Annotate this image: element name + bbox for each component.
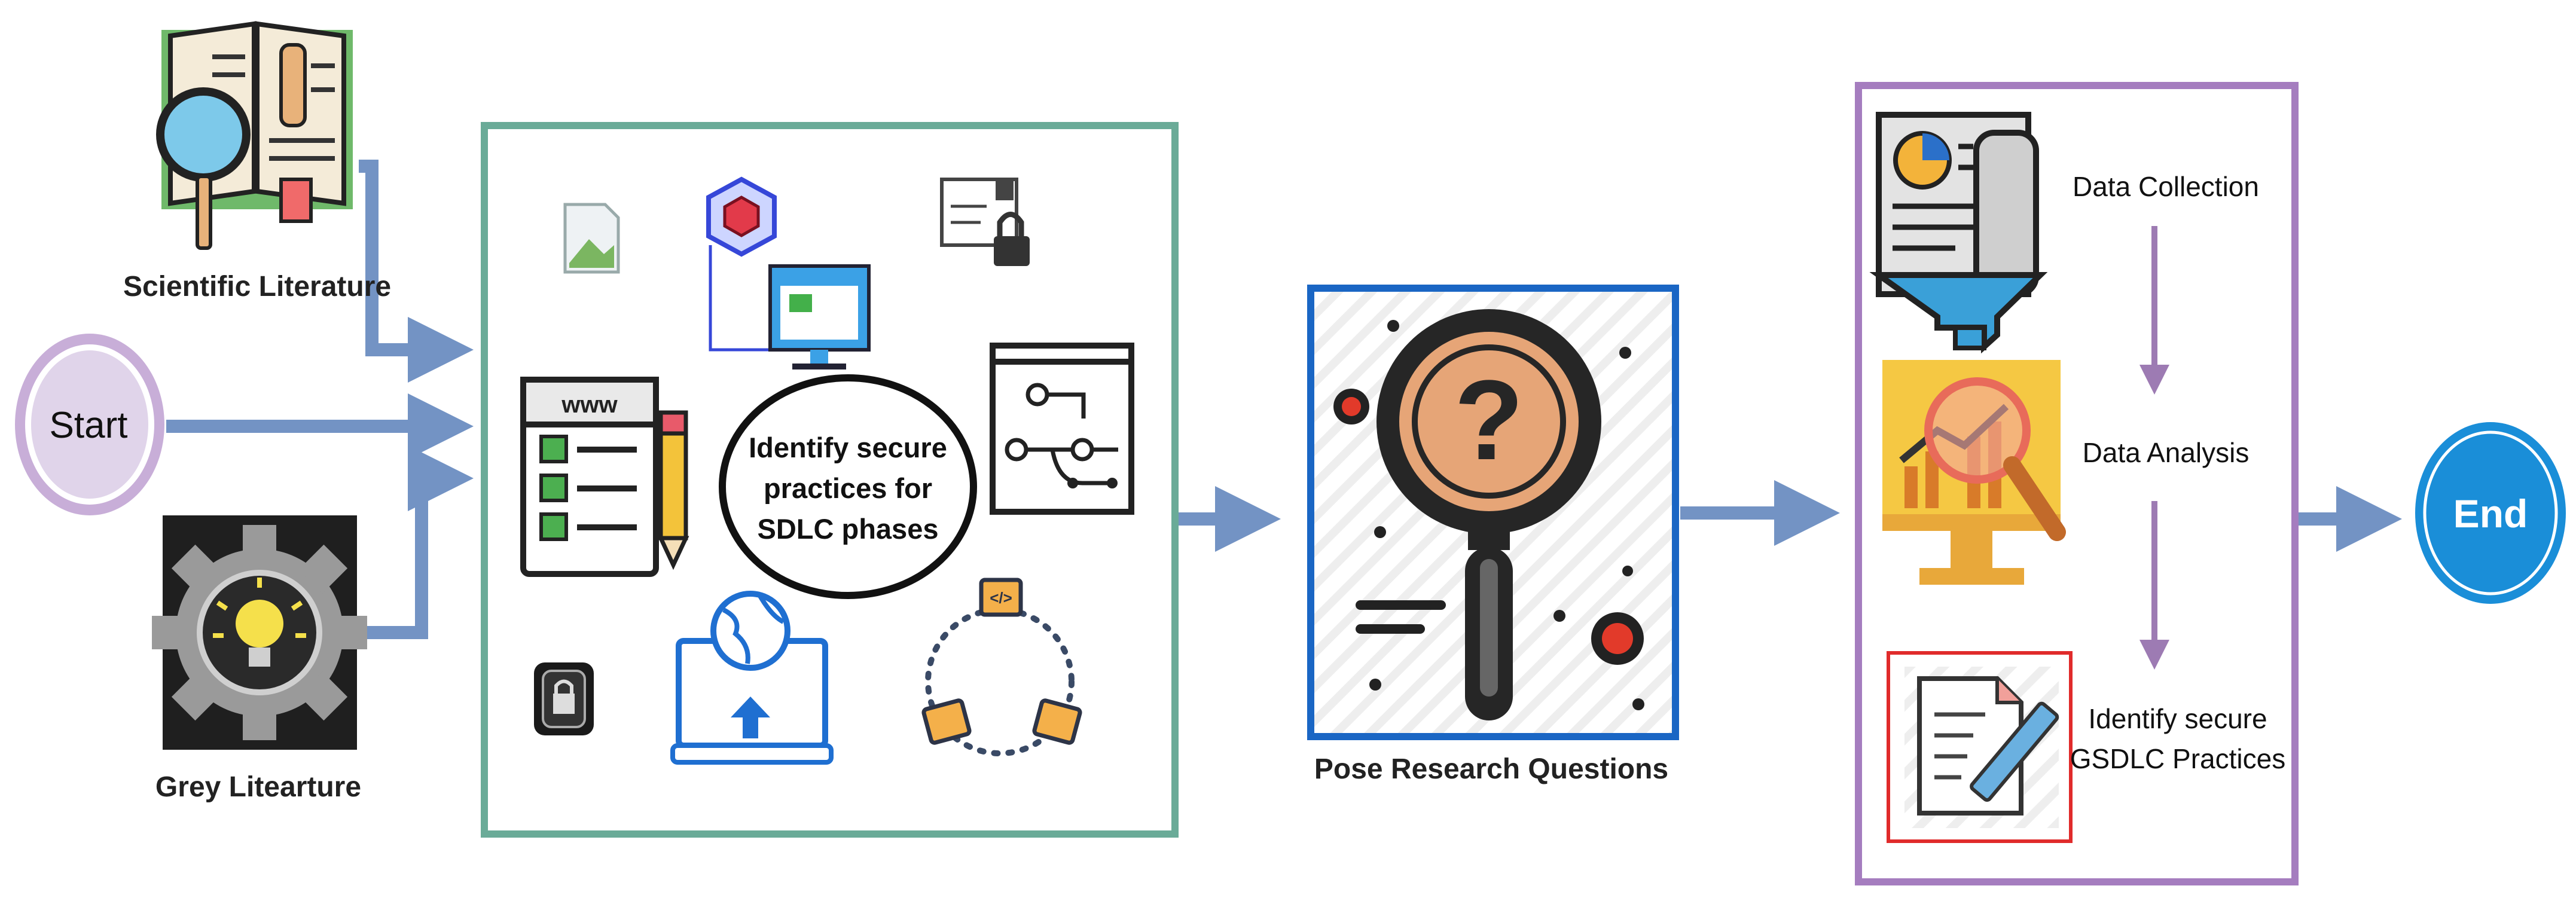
workflow-window-icon (990, 343, 1134, 515)
envelope-lock-icon (940, 178, 1030, 266)
pose-label: Pose Research Questions (1314, 753, 1668, 785)
document-funnel-icon (1869, 112, 2048, 354)
connectors (166, 160, 2402, 639)
document-pen-icon (1887, 651, 2073, 843)
start-label: Start (50, 405, 128, 446)
practices-line-2: GSDLC Practices (2070, 743, 2285, 774)
svg-text:www: www (561, 392, 618, 418)
broken-image-icon (563, 203, 620, 274)
identify-line-2: practices for (764, 472, 932, 504)
open-book-magnifier-icon (156, 21, 353, 250)
cube-network-monitor-icon (706, 176, 871, 369)
svg-text:?: ? (1454, 357, 1524, 484)
scientific-label: Scientific Literature (123, 271, 391, 303)
laptop-globe-upload-icon (670, 591, 834, 765)
arrow-scientific-to-identify (359, 160, 474, 383)
start-node: Start (15, 334, 164, 515)
grey-label: Grey Litearture (155, 771, 361, 803)
magnifier-question-icon: ? (1307, 285, 1679, 740)
monitor-chart-magnifier-icon (1882, 360, 2066, 585)
collection-label: Data Collection (2073, 171, 2259, 202)
identify-secure-practices-node: Identify secure practices for SDLC phase… (719, 374, 977, 599)
end-node: End (2415, 422, 2566, 604)
svg-text:</>: </> (990, 589, 1012, 607)
arrow-grey-to-identify (359, 445, 474, 639)
practices-line-1: Identify secure (2088, 703, 2267, 734)
end-label: End (2453, 491, 2528, 536)
lock-button-icon (534, 662, 594, 735)
identify-line-1: Identify secure (749, 432, 947, 463)
analysis-label: Data Analysis (2083, 437, 2250, 468)
www-checklist-pencil-icon: www (520, 377, 689, 577)
code-cycle-icon: </> (921, 578, 1082, 756)
gear-lightbulb-icon (152, 515, 367, 750)
identify-line-3: SDLC phases (758, 513, 939, 545)
